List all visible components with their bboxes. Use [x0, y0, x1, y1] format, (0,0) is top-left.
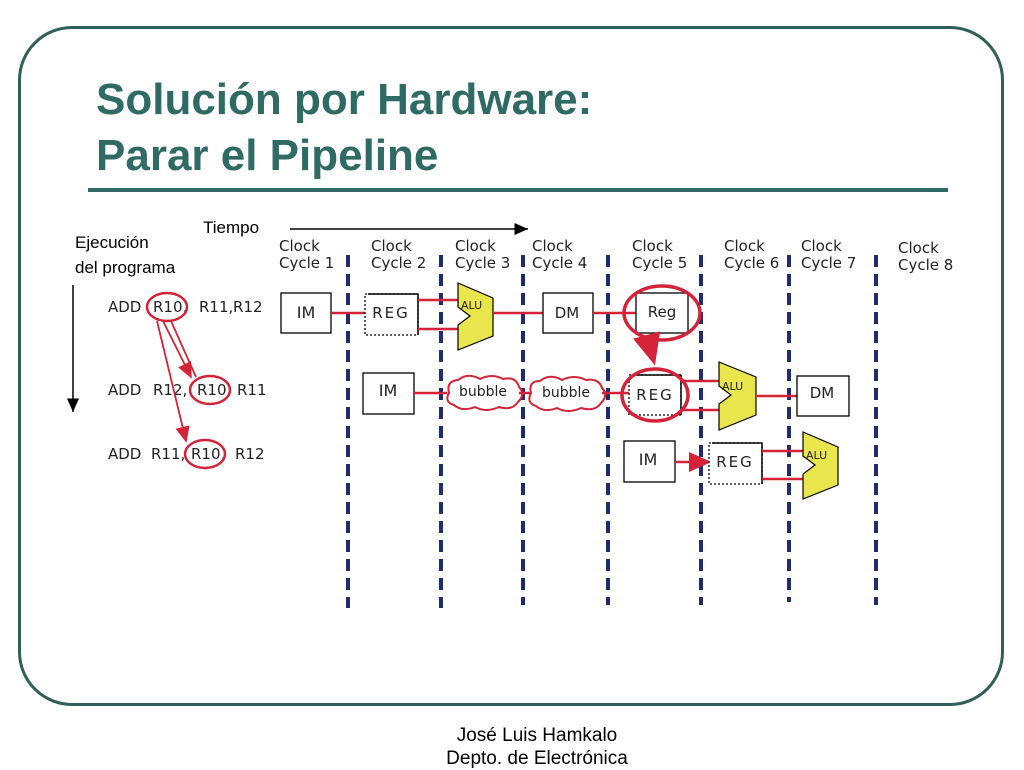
row1-reg-writeback-label: Reg [648, 303, 677, 321]
row1-reg-writeback-box [635, 292, 689, 334]
clock-label-1: Clock [279, 237, 320, 255]
cycle-label-4: Cycle 4 [532, 254, 587, 272]
row3-reg-box-dotted [708, 442, 763, 485]
instr-3-r10-highlight [183, 438, 227, 470]
instr-2-arg-2: R10 [197, 381, 227, 399]
clock-label-7: Clock [801, 237, 842, 255]
cycle-label-5: Cycle 5 [632, 254, 687, 272]
cycle-label-2: Cycle 2 [371, 254, 426, 272]
instr-3-arg-3: R12 [235, 445, 265, 463]
row1-dm-label: DM [555, 304, 580, 322]
dependency-arrow-1b [170, 320, 197, 378]
row2-alu-shape [718, 361, 757, 431]
row2-bubble-2-shape [528, 375, 607, 412]
instr-1-op: ADD [108, 298, 141, 316]
dependency-arrow-1 [162, 320, 192, 379]
clock-label-3: Clock [455, 237, 496, 255]
row1-alu-label: ALU [461, 299, 482, 312]
row3-alu-label: ALU [806, 449, 827, 462]
row1-writeback-highlight [622, 284, 702, 342]
instr-3-op: ADD [108, 445, 141, 463]
cycle-label-1: Cycle 1 [279, 254, 334, 272]
clock-label-5: Clock [632, 237, 673, 255]
cycle-label-8: Cycle 8 [898, 256, 953, 274]
dependency-arrow-2 [156, 320, 190, 443]
row2-reg-highlight [620, 367, 690, 423]
row1-alu-shape [457, 282, 494, 351]
row3-im-label: IM [639, 450, 658, 469]
execution-label-line-1: Ejecución [75, 233, 149, 252]
row2-bubble-1-label: bubble [459, 384, 507, 400]
cycle-label-6: Cycle 6 [724, 254, 779, 272]
instr-2-arg-1: R12, [153, 381, 187, 399]
footer-author: José Luis Hamkalo [456, 725, 618, 746]
clock-label-2: Clock [371, 237, 412, 255]
slide-frame [18, 26, 1004, 706]
row2-im-label: IM [379, 381, 398, 400]
instr-2-arg-3: R11 [237, 381, 267, 399]
row2-bubble-2-label: bubble [542, 385, 590, 401]
row1-im-label: IM [297, 303, 316, 322]
instr-1-arg-3: R12 [233, 298, 263, 316]
row2-alu-label: ALU [722, 380, 743, 393]
row2-reg-label: REG [636, 386, 674, 404]
clock-label-8: Clock [898, 239, 939, 257]
row3-reg-label: REG [716, 453, 754, 471]
execution-label-line-2: del programa [75, 258, 176, 277]
row1-im-box [280, 292, 332, 334]
slide-title-line-2: Parar el Pipeline [96, 131, 439, 180]
clock-label-6: Clock [724, 237, 765, 255]
instr-1-arg-2: R11, [199, 298, 233, 316]
instr-1-arg-1: R10, [153, 298, 187, 316]
footer-department: Depto. de Electrónica [446, 748, 628, 769]
instr-3-arg-2: R10, [191, 445, 225, 463]
instr-1-r10-highlight [145, 291, 189, 323]
time-label: Tiempo [203, 218, 259, 237]
row3-alu-shape [802, 431, 839, 500]
forward-dependency-arrow [633, 331, 661, 366]
cycle-label-7: Cycle 7 [801, 254, 856, 272]
row1-dm-box [542, 292, 594, 334]
slide-title-line-1: Solución por Hardware: [96, 75, 593, 124]
row2-dm-box [796, 375, 850, 417]
clock-label-4: Clock [532, 237, 573, 255]
instr-2-op: ADD [108, 381, 141, 399]
cycle-label-3: Cycle 3 [455, 254, 510, 272]
title-underline [88, 188, 948, 192]
row1-reg-label: REG [372, 304, 410, 322]
instr-2-r10-highlight [188, 374, 232, 406]
instr-3-arg-1: R11, [151, 445, 185, 463]
row2-im-box [362, 372, 415, 415]
row2-dm-label: DM [810, 384, 835, 402]
